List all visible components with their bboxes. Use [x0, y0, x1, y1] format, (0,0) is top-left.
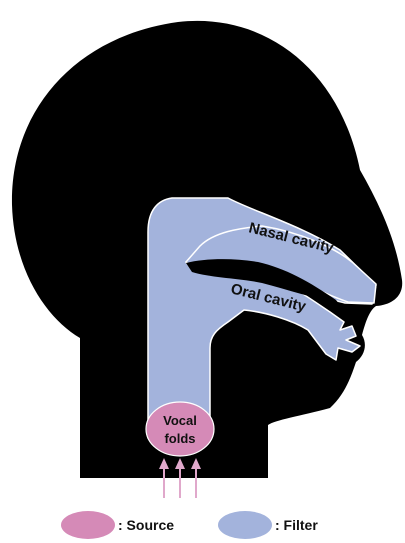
vocal-folds-ellipse	[146, 402, 214, 456]
legend-source-label: : Source	[118, 517, 174, 533]
vocal-folds-label-line1: Vocal	[163, 413, 197, 428]
legend-source-swatch	[61, 511, 115, 539]
legend-filter-label: : Filter	[275, 517, 318, 533]
vocal-folds-source: Vocal folds	[146, 402, 214, 456]
legend-item-filter: : Filter	[218, 511, 318, 539]
legend-item-source: : Source	[61, 511, 174, 539]
vocal-folds-label-line2: folds	[164, 431, 195, 446]
legend-filter-swatch	[218, 511, 272, 539]
legend: : Source : Filter	[61, 511, 318, 539]
